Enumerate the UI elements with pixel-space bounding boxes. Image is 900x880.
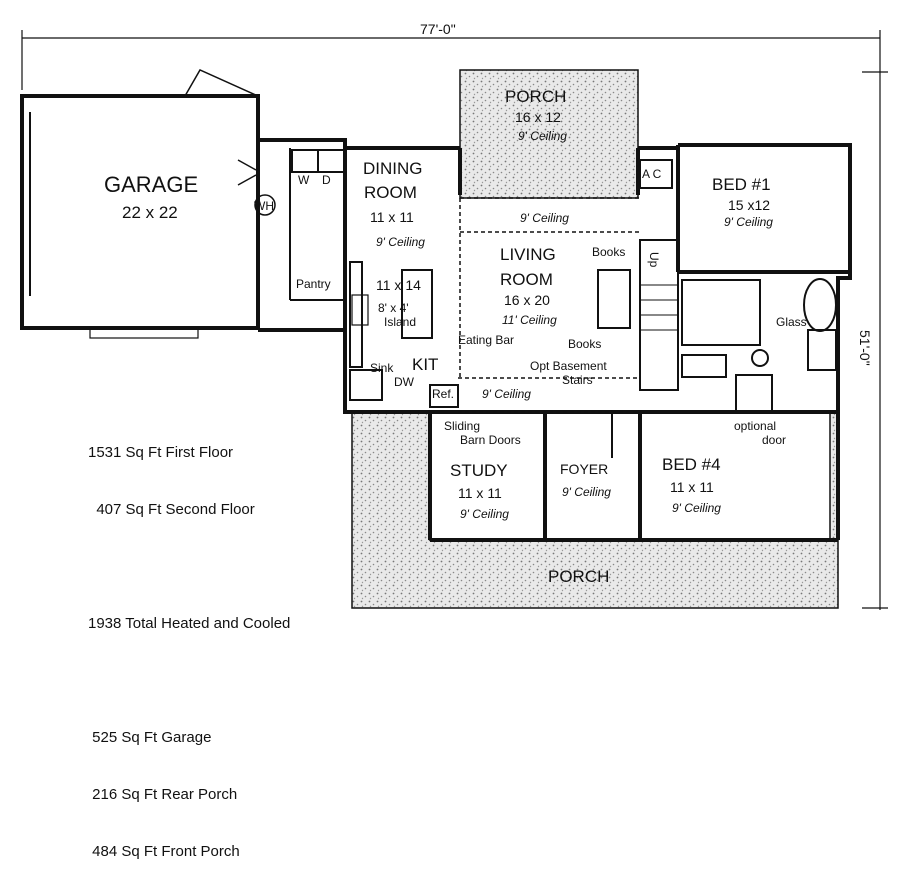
floor-plan: 77'-0" 51'-0" bbox=[20, 21, 888, 610]
width-label: 77'-0" bbox=[420, 21, 456, 37]
interior-details bbox=[289, 148, 837, 458]
dining-size: 11 x 11 bbox=[370, 209, 414, 225]
basement-label-1: Opt Basement bbox=[530, 359, 607, 373]
ref-label: Ref. bbox=[432, 387, 454, 401]
living-ceiling: 11' Ceiling bbox=[502, 313, 557, 327]
kitchen-size: 11 x 14 bbox=[376, 277, 421, 293]
study-size: 11 x 11 bbox=[458, 485, 502, 501]
sink-label: Sink bbox=[370, 361, 394, 375]
living-name-2: ROOM bbox=[500, 270, 553, 289]
stat-line: 1938 Total Heated and Cooled bbox=[88, 615, 291, 632]
living-top-ceiling: 9' Ceiling bbox=[520, 211, 569, 225]
up-label: Up bbox=[647, 252, 661, 268]
rear-porch bbox=[459, 69, 639, 199]
foyer-name: FOYER bbox=[560, 461, 608, 477]
living-name-1: LIVING bbox=[500, 245, 556, 264]
stat-line bbox=[88, 557, 290, 576]
optional-door-2: door bbox=[762, 433, 786, 447]
bed1-name: BED #1 bbox=[712, 175, 771, 194]
square-footage-summary: 1531 Sq Ft First Floor 407 Sq Ft Second … bbox=[88, 405, 290, 880]
stat-line: 1531 Sq Ft First Floor bbox=[88, 444, 234, 461]
wh-label: WH bbox=[254, 199, 274, 213]
bed4-name: BED #4 bbox=[662, 455, 721, 474]
garage-size: 22 x 22 bbox=[122, 203, 178, 222]
stat-line: 525 Sq Ft Garage bbox=[88, 729, 212, 746]
ac-label: A C bbox=[642, 167, 662, 181]
books-top-label: Books bbox=[592, 245, 625, 259]
glass-label: Glass bbox=[776, 315, 807, 329]
study-doors-1: Sliding bbox=[444, 419, 480, 433]
dw-label: DW bbox=[394, 375, 415, 389]
depth-dimension bbox=[862, 60, 888, 610]
island-size: 8' x 4' bbox=[378, 301, 409, 315]
washer-label: W bbox=[298, 173, 310, 187]
kitchen-name: KIT bbox=[412, 355, 438, 374]
porch-rear-name: PORCH bbox=[505, 87, 566, 106]
porch-front-name: PORCH bbox=[548, 567, 609, 586]
study-name: STUDY bbox=[450, 461, 508, 480]
dining-name-2: ROOM bbox=[364, 183, 417, 202]
study-ceiling: 9' Ceiling bbox=[460, 507, 509, 521]
dryer-label: D bbox=[322, 173, 331, 187]
bed4-size: 11 x 11 bbox=[670, 479, 714, 495]
bed4-ceiling: 9' Ceiling bbox=[672, 501, 721, 515]
study-doors-2: Barn Doors bbox=[460, 433, 521, 447]
kitchen-ceiling: 9' Ceiling bbox=[482, 387, 531, 401]
books-bottom-label: Books bbox=[568, 337, 601, 351]
garage bbox=[20, 69, 276, 339]
basement-label-2: Stairs bbox=[562, 373, 593, 387]
eating-bar-label: Eating Bar bbox=[458, 333, 514, 347]
bed1-size: 15 x12 bbox=[728, 197, 770, 213]
porch-rear-size: 16 x 12 bbox=[515, 109, 561, 125]
stat-line: 484 Sq Ft Front Porch bbox=[88, 843, 240, 860]
stat-line: 407 Sq Ft Second Floor bbox=[88, 501, 255, 518]
bed1-ceiling: 9' Ceiling bbox=[724, 215, 773, 229]
stat-line: 216 Sq Ft Rear Porch bbox=[88, 786, 238, 803]
living-size: 16 x 20 bbox=[504, 292, 550, 308]
width-dimension bbox=[21, 30, 881, 90]
depth-label: 51'-0" bbox=[857, 330, 873, 366]
ceiling-lines bbox=[458, 197, 640, 540]
stat-line bbox=[88, 671, 290, 690]
island-label: Island bbox=[384, 315, 416, 329]
pantry-label: Pantry bbox=[296, 277, 331, 291]
dining-name-1: DINING bbox=[363, 159, 423, 178]
foyer-ceiling: 9' Ceiling bbox=[562, 485, 611, 499]
dining-ceiling: 9' Ceiling bbox=[376, 235, 425, 249]
porch-rear-ceiling: 9' Ceiling bbox=[518, 129, 567, 143]
garage-name: GARAGE bbox=[104, 172, 198, 197]
optional-door-1: optional bbox=[734, 419, 776, 433]
